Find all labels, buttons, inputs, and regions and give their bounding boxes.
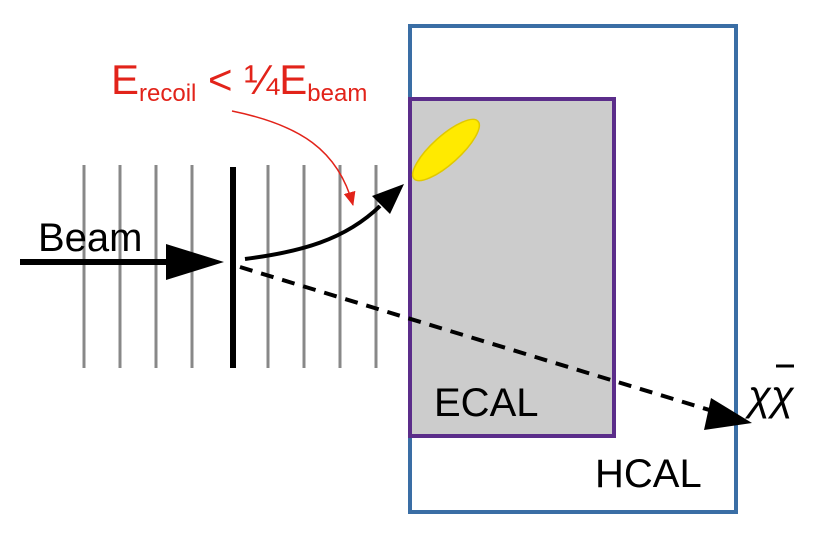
recoil-track-icon — [244, 184, 404, 261]
dark-matter-track-icon — [239, 265, 752, 430]
ecal-shower — [411, 118, 481, 182]
beam-arrow-icon — [20, 244, 224, 280]
chi-pair-label: χχ — [744, 372, 795, 419]
ecal-box — [408, 97, 616, 438]
energy-subscript-recoil: recoil — [139, 80, 196, 107]
annotation-pointer-icon — [231, 110, 356, 206]
beam-label: Beam — [38, 216, 143, 260]
energy-subscript-beam: beam — [307, 80, 367, 107]
energy-cut-label: Erecoil < ¼Ebeam — [111, 56, 367, 107]
ecal-label: ECAL — [434, 381, 539, 425]
energy-symbol: E — [111, 56, 139, 103]
energy-inequality: < ¼E — [196, 56, 307, 103]
hcal-label: HCAL — [595, 452, 702, 496]
